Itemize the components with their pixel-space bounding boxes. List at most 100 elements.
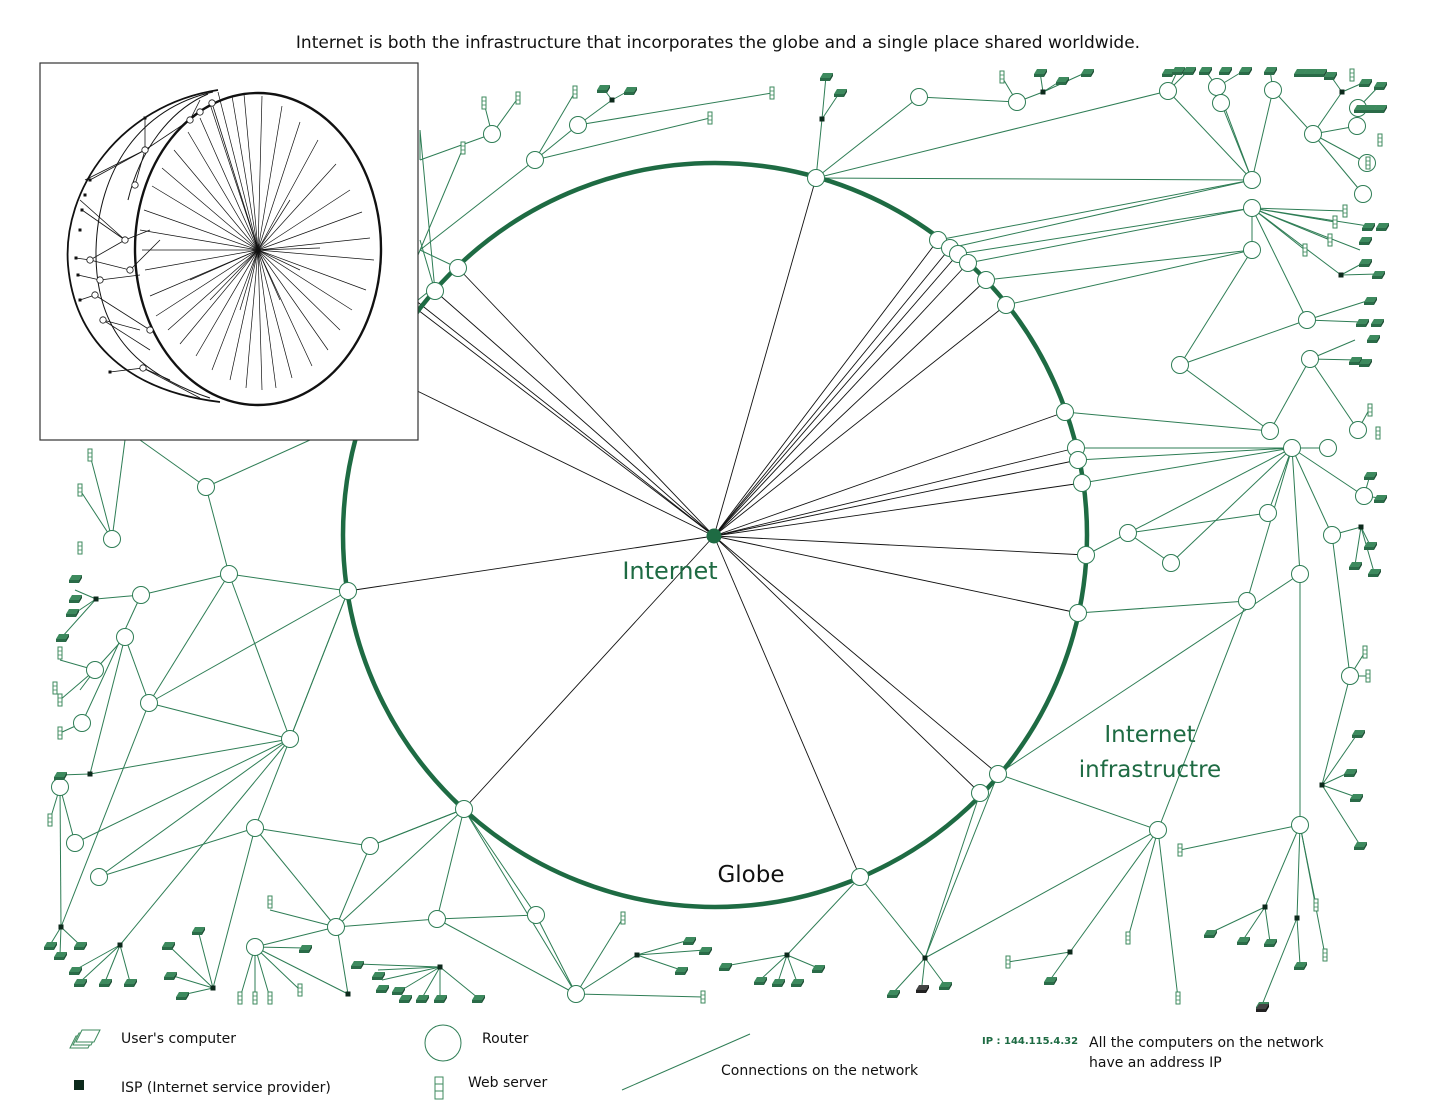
web-server bbox=[515, 91, 521, 105]
user-computer bbox=[1372, 271, 1385, 279]
inset-link bbox=[81, 209, 126, 241]
internet-spoke bbox=[713, 482, 1083, 537]
isp-node bbox=[58, 924, 64, 930]
web-server bbox=[1177, 843, 1183, 857]
internet-spoke bbox=[713, 535, 1079, 614]
network-link bbox=[1251, 207, 1369, 227]
router-node bbox=[483, 125, 501, 143]
web-server bbox=[620, 911, 626, 925]
inset-router bbox=[146, 326, 154, 334]
user-computer bbox=[791, 979, 804, 987]
network-link bbox=[254, 590, 349, 829]
internet-spoke bbox=[713, 447, 1077, 537]
user-computer bbox=[1376, 223, 1389, 231]
inset-spoke bbox=[257, 249, 329, 351]
inset-spoke bbox=[257, 237, 371, 251]
network-link bbox=[636, 949, 706, 956]
network-link bbox=[419, 133, 493, 161]
user-computer bbox=[392, 987, 405, 995]
user-computer bbox=[1359, 259, 1372, 267]
inset-spoke bbox=[195, 249, 259, 357]
network-link bbox=[169, 974, 214, 989]
user-computer bbox=[597, 85, 610, 93]
user-computer bbox=[1359, 237, 1372, 245]
isp-node bbox=[1262, 904, 1268, 910]
web-server bbox=[1332, 215, 1338, 229]
network-link bbox=[1321, 732, 1359, 786]
network-link bbox=[439, 966, 479, 999]
network-link bbox=[167, 944, 214, 989]
web-server bbox=[267, 895, 273, 909]
inset-device bbox=[74, 256, 78, 260]
inset-link bbox=[89, 239, 126, 261]
network-link bbox=[1264, 906, 1271, 943]
network-link bbox=[924, 829, 1159, 959]
isp-node bbox=[87, 771, 93, 777]
network-link bbox=[148, 590, 349, 704]
network-link bbox=[140, 573, 230, 596]
network-link bbox=[417, 147, 464, 256]
user-computer bbox=[834, 89, 847, 97]
network-link bbox=[815, 118, 823, 179]
inset-spoke bbox=[143, 209, 259, 251]
isp-node bbox=[1358, 524, 1364, 530]
web-server bbox=[1375, 426, 1381, 440]
network-link bbox=[1007, 951, 1071, 963]
infrastructure-label-line1: Internet bbox=[1104, 722, 1195, 748]
connection-line-icon bbox=[621, 1033, 751, 1091]
network-link bbox=[1069, 829, 1159, 953]
router-node bbox=[1056, 403, 1074, 421]
inset-device bbox=[88, 178, 92, 182]
user-computer bbox=[176, 992, 189, 1000]
isp-node bbox=[1319, 782, 1325, 788]
router-node bbox=[1259, 504, 1277, 522]
user-computer bbox=[66, 609, 79, 617]
router-node bbox=[1243, 171, 1261, 189]
user-computer bbox=[683, 937, 696, 945]
network-link bbox=[254, 946, 349, 995]
web-server bbox=[87, 448, 93, 462]
inset-spoke bbox=[179, 249, 259, 345]
user-computer bbox=[772, 979, 785, 987]
network-link bbox=[777, 954, 788, 983]
router-node bbox=[1354, 185, 1372, 203]
user-computer bbox=[916, 985, 929, 993]
internet-spoke bbox=[713, 535, 999, 775]
router-node bbox=[281, 730, 299, 748]
network-link bbox=[1331, 534, 1351, 677]
user-computer bbox=[1237, 937, 1250, 945]
user-computer bbox=[192, 927, 205, 935]
router-node bbox=[132, 586, 150, 604]
network-link bbox=[1267, 447, 1293, 514]
router-node bbox=[1291, 565, 1309, 583]
network-link bbox=[254, 926, 337, 948]
router-node bbox=[1069, 604, 1087, 622]
user-computer bbox=[1264, 939, 1277, 947]
inset-spoke bbox=[257, 189, 351, 251]
web-server bbox=[237, 991, 243, 1005]
network-link bbox=[967, 207, 1253, 264]
isp-node bbox=[345, 991, 351, 997]
inset-spoke bbox=[229, 249, 259, 381]
network-link bbox=[404, 966, 441, 989]
inset-router bbox=[186, 116, 194, 124]
inset-spoke bbox=[243, 93, 259, 251]
network-link bbox=[1272, 89, 1314, 135]
network-link bbox=[937, 179, 1253, 241]
router-node bbox=[1208, 78, 1226, 96]
user-computer bbox=[1264, 67, 1277, 75]
inset-router bbox=[86, 256, 94, 264]
network-link bbox=[1049, 951, 1071, 981]
router-node bbox=[103, 530, 121, 548]
web-server bbox=[1175, 991, 1181, 1005]
user-computer bbox=[434, 995, 447, 1003]
inset-spoke bbox=[257, 105, 283, 251]
router-node bbox=[567, 985, 585, 1003]
network-link bbox=[419, 129, 436, 292]
network-link bbox=[1085, 447, 1293, 556]
web-server bbox=[460, 141, 466, 155]
network-link bbox=[892, 957, 926, 994]
inset-spoke bbox=[231, 95, 259, 251]
router-node bbox=[1243, 199, 1261, 217]
network-link bbox=[636, 939, 690, 956]
